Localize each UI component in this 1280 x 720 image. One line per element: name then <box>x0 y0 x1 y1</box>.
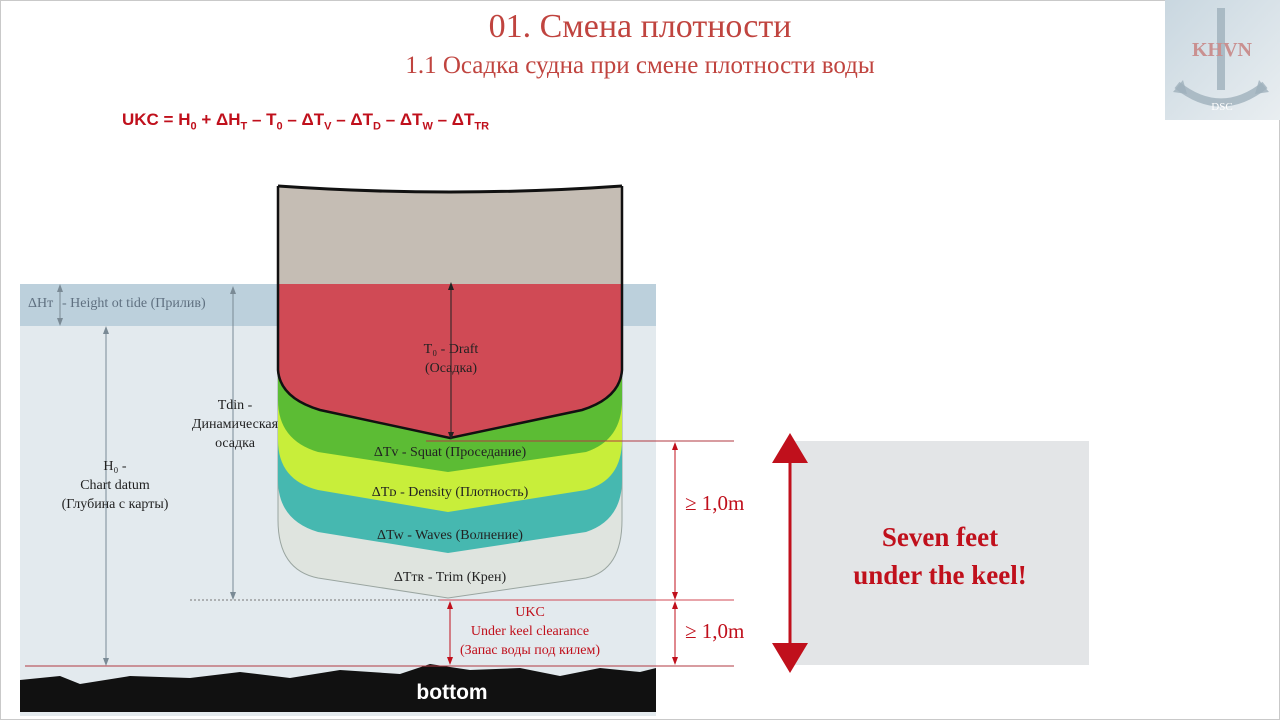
svg-text:KHVN: KHVN <box>1192 39 1253 61</box>
ukc-formula: UKC = H0 + ΔHT – T0 – ΔTV – ΔTD – ΔTW – … <box>122 110 490 133</box>
khvn-logo: KHVN DSC <box>1165 0 1280 120</box>
lower-margin-label: ≥ 1,0m <box>685 619 745 643</box>
seabed <box>20 664 656 712</box>
slide-title: 01. Смена плотности <box>488 8 792 45</box>
squat-label: ΔTv - Squat (Проседание) <box>373 445 527 460</box>
hull-freeboard <box>278 186 622 284</box>
upper-margin-label: ≥ 1,0m <box>685 491 745 515</box>
height-of-tide-label: - Height ot tide (Прилив) <box>62 296 206 311</box>
density-label: ΔTᴅ - Density (Плотность) <box>371 485 529 500</box>
svg-text:DSC: DSC <box>1211 101 1232 113</box>
anchor-icon <box>1217 8 1225 90</box>
slide-subtitle: 1.1 Осадка судна при смене плотности вод… <box>405 52 875 79</box>
draft-label: T₀ - Draft(Осадка) <box>423 342 479 376</box>
trim-label: ΔTтʀ - Trim (Крен) <box>393 570 507 585</box>
h0-label: H₀ -Chart datum(Глубина с карты) <box>61 459 169 512</box>
bottom-label: bottom <box>416 681 488 704</box>
dht-symbol: ΔHт <box>28 296 54 311</box>
waves-label: ΔTw - Waves (Волнение) <box>377 528 523 543</box>
seven-feet-panel <box>790 441 1089 665</box>
